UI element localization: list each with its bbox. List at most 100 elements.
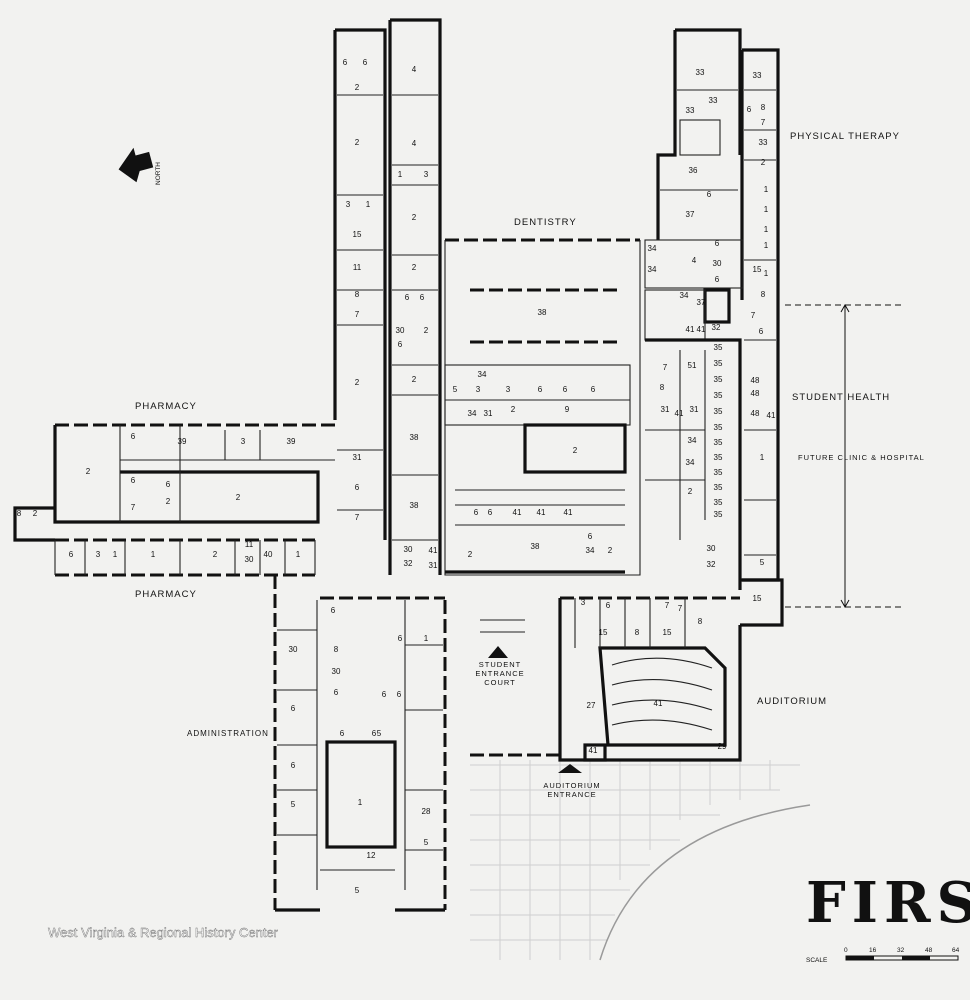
room-number: 1 [760,453,765,462]
room-number: 33 [696,68,705,77]
room-number: 34 [586,546,595,555]
room-number: 38 [531,542,540,551]
room-number: 41 [513,508,522,517]
room-number: 37 [686,210,695,219]
room-number: 2 [412,213,417,222]
room-number: 15 [599,628,608,637]
room-number: 15 [663,628,672,637]
watermark: West Virginia & Regional History Center [48,925,279,940]
room-number: 7 [678,604,683,613]
scale-tick-0: 0 [844,947,848,954]
room-number: 2 [573,446,578,455]
room-number: 29 [718,742,727,751]
room-number: 8 [698,617,703,626]
room-number: 5 [377,729,382,738]
room-number: 1 [151,550,156,559]
room-number: 35 [714,483,723,492]
room-number: 34 [478,370,487,379]
room-number: 6 [405,293,410,302]
room-number: 2 [511,405,516,414]
room-number: 5 [760,558,765,567]
room-number: 34 [468,409,477,418]
room-number: 2 [608,546,613,555]
label-auditorium: AUDITORIUM [757,696,827,707]
room-number: 7 [355,310,360,319]
room-number: 31 [353,453,362,462]
label-auditorium-entrance-2: ENTRANCE [547,790,596,799]
room-number: 3 [476,385,481,394]
scale-tick-4: 64 [952,947,960,954]
room-number: 39 [178,437,187,446]
room-number: 41 [675,409,684,418]
room-number: 6 [69,550,74,559]
room-number: 6 [291,704,296,713]
room-number: 32 [404,559,413,568]
room-number: 2 [424,326,429,335]
room-number: 38 [410,433,419,442]
building-walls [13,18,784,912]
room-number: 6 [372,729,377,738]
room-number: 5 [424,838,429,847]
room-number: 34 [688,436,697,445]
room-number: 30 [245,555,254,564]
room-number: 2 [412,375,417,384]
room-number: 1 [764,241,769,250]
room-number: 32 [707,560,716,569]
room-number: 2 [355,83,360,92]
room-number: 6 [715,275,720,284]
label-auditorium-entrance-1: AUDITORIUM [543,781,600,790]
room-number: 30 [396,326,405,335]
label-administration: ADMINISTRATION [187,729,269,738]
room-number: 6 [291,761,296,770]
room-number: 8 [635,628,640,637]
room-number: 1 [366,200,371,209]
room-number: 3 [506,385,511,394]
room-number: 35 [714,375,723,384]
label-student-entrance-2: ENTRANCE [475,669,524,678]
scale-tick-2: 32 [897,947,905,954]
room-number: 8 [17,509,22,518]
room-number: 7 [131,503,136,512]
room-number: 6 [747,105,752,114]
room-number: 41 [654,699,663,708]
room-number: 6 [759,327,764,336]
room-number: 1 [764,185,769,194]
room-number: 41 [589,746,598,755]
label-student-entrance-3: COURT [484,678,516,687]
room-number: 2 [86,467,91,476]
room-number: 6 [340,729,345,738]
room-number: 6 [563,385,568,394]
room-number: 6 [538,385,543,394]
room-number: 4 [692,256,697,265]
plan-title: FIRS [806,870,970,936]
label-future-clinic: FUTURE CLINIC & HOSPITAL [798,453,925,462]
room-number: 34 [686,458,695,467]
room-number: 3 [241,437,246,446]
room-number: 41 [564,508,573,517]
room-number: 41 [767,411,776,420]
room-number: 2 [33,509,38,518]
room-number: 6 [343,58,348,67]
room-number: 2 [412,263,417,272]
label-dentistry: DENTISTRY [514,217,577,228]
room-number: 2 [688,487,693,496]
room-number: 35 [714,510,723,519]
room-number: 30 [332,667,341,676]
room-number: 6 [131,432,136,441]
room-number: 6 [474,508,479,517]
room-number: 8 [660,383,665,392]
room-number: 31 [661,405,670,414]
room-number: 35 [714,407,723,416]
room-number: 9 [565,405,570,414]
label-student-health: STUDENT HEALTH [792,392,890,403]
room-number: 38 [538,308,547,317]
room-number: 7 [355,513,360,522]
room-number: 48 [751,389,760,398]
auditorium-entrance-arrow-icon [558,764,582,773]
room-number: 33 [759,138,768,147]
room-number: 11 [353,263,362,272]
room-number: 1 [764,225,769,234]
room-number: 1 [358,798,363,807]
